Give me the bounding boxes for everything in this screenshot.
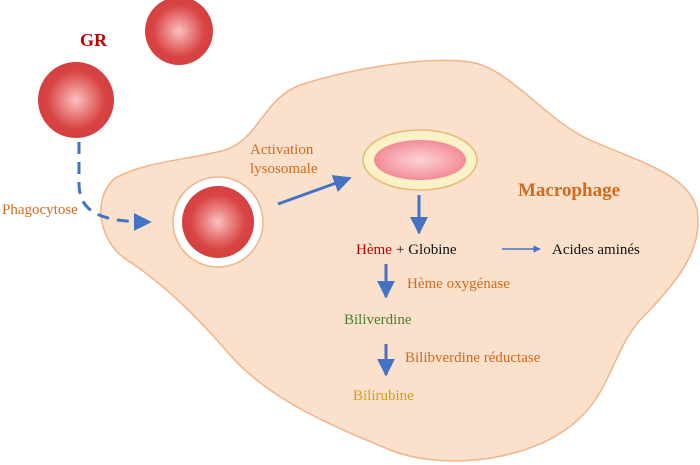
- biliverdine-label: Biliverdine: [344, 312, 412, 328]
- heme-label: Hème: [356, 242, 392, 258]
- phagocytose-label: Phagocytose: [2, 202, 78, 218]
- activation-label-line2: lysosomale: [250, 161, 318, 177]
- gr-label: GR: [80, 30, 108, 50]
- rbc-top: [145, 0, 213, 65]
- phagocytose-arrow: [77, 142, 152, 231]
- globine-label: + Globine: [396, 242, 457, 258]
- acides-amines-label: Acides aminés: [552, 242, 640, 258]
- bilirubine-label: Bilirubine: [353, 388, 414, 404]
- biliverdine-reductase-label: Bilibverdine réductase: [405, 350, 541, 366]
- rbc-left: [38, 62, 114, 138]
- activation-arrow: [277, 175, 352, 206]
- phagocytosed-rbc: [182, 186, 254, 258]
- heme-oxygenase-label: Hème oxygénase: [407, 276, 510, 292]
- lysosome-inner: [374, 140, 466, 180]
- macrophage-label: Macrophage: [518, 180, 620, 201]
- activation-label-line1: Activation: [250, 142, 314, 158]
- macrophage-cell: [100, 59, 699, 462]
